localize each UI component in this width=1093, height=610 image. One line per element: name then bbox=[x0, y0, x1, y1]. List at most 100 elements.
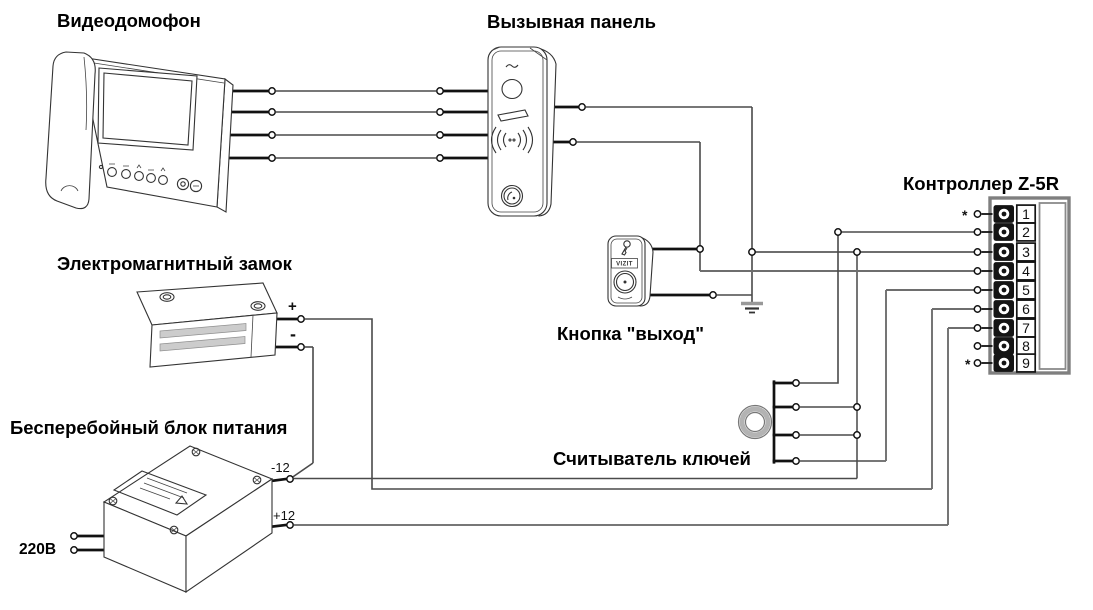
node bbox=[709, 291, 717, 299]
node bbox=[268, 154, 276, 162]
psu-label-plate bbox=[112, 470, 208, 516]
lock-plus-label: + bbox=[288, 298, 297, 315]
lock-label: Электромагнитный замок bbox=[57, 253, 293, 274]
button-icon bbox=[158, 175, 168, 185]
psu-minus-lead bbox=[269, 477, 288, 483]
reader-ground-branches bbox=[772, 405, 857, 437]
panel-inner-border bbox=[491, 50, 544, 213]
junction-node bbox=[853, 403, 861, 411]
node bbox=[792, 403, 800, 411]
ground-symbol bbox=[741, 301, 763, 314]
terminal-row-3: 3 bbox=[973, 242, 1037, 262]
node bbox=[436, 131, 444, 139]
handset bbox=[45, 51, 96, 210]
terminal-row-1: 1 bbox=[973, 204, 1037, 224]
psu-device bbox=[102, 445, 274, 594]
camera-icon bbox=[501, 78, 523, 100]
terminal-number: 4 bbox=[1022, 263, 1030, 279]
button-icon bbox=[146, 173, 156, 183]
wire-run bbox=[291, 462, 314, 479]
wire-run bbox=[305, 318, 932, 490]
handset-bottom-detail bbox=[60, 185, 79, 192]
node bbox=[436, 87, 444, 95]
terminal6-net-wires bbox=[274, 308, 974, 490]
terminal-row-6: 6 bbox=[973, 299, 1037, 319]
key-icon bbox=[621, 240, 631, 256]
terminal5-net-wires bbox=[772, 289, 974, 463]
terminal-number-cell bbox=[1015, 353, 1037, 373]
node bbox=[297, 343, 305, 351]
node bbox=[436, 154, 444, 162]
node bbox=[297, 315, 305, 323]
speaker-waves-icon bbox=[490, 126, 534, 154]
handset-crease bbox=[83, 56, 88, 131]
power-button-dot bbox=[180, 181, 186, 187]
terminal-stub-node bbox=[973, 248, 982, 256]
lock-mount-hole bbox=[159, 292, 175, 302]
call-panel-device bbox=[487, 46, 557, 217]
controller-label: Контроллер Z-5R bbox=[903, 173, 1059, 194]
psu-screws bbox=[108, 447, 262, 535]
terminal-row-4: 4 bbox=[973, 261, 1037, 281]
terminal-screw-center bbox=[1001, 360, 1007, 366]
terminal-row-8: 8 bbox=[973, 336, 1037, 356]
button-icon bbox=[121, 169, 131, 179]
panel-body bbox=[487, 46, 548, 217]
node bbox=[70, 546, 78, 554]
node bbox=[569, 138, 577, 146]
terminal-stub-node bbox=[973, 210, 982, 218]
indicator-led bbox=[98, 164, 104, 170]
terminal-screw-center bbox=[1001, 268, 1007, 274]
intercom-to-panel-wires bbox=[225, 89, 492, 160]
exit-push-button bbox=[613, 270, 637, 300]
mains-voltage-label: 220В bbox=[19, 541, 56, 558]
node bbox=[792, 431, 800, 439]
terminal-row-5: 5 bbox=[973, 280, 1037, 300]
terminal-number: 5 bbox=[1022, 282, 1030, 298]
junction-node bbox=[748, 248, 756, 256]
reader-label: Считыватель ключей bbox=[553, 448, 751, 469]
junction-node bbox=[853, 431, 861, 439]
intercom-label: Видеодомофон bbox=[57, 10, 201, 31]
terminal-stub-node bbox=[973, 228, 982, 236]
terminal7-net-wires bbox=[267, 327, 974, 529]
node bbox=[792, 379, 800, 387]
terminal-stub-node bbox=[973, 286, 982, 294]
terminal-number-cell bbox=[1015, 280, 1037, 300]
button-glyphs bbox=[109, 163, 166, 172]
video-intercom-device bbox=[45, 51, 234, 213]
terminal1-asterisk: * bbox=[962, 207, 968, 223]
mains-stub-wires bbox=[76, 534, 105, 552]
exit-inner-border bbox=[610, 238, 643, 304]
terminal-number-cell bbox=[1015, 242, 1037, 262]
node bbox=[268, 131, 276, 139]
mic-slit-icon bbox=[505, 64, 519, 68]
node bbox=[792, 457, 800, 465]
terminal-number: 8 bbox=[1022, 338, 1030, 354]
node bbox=[70, 532, 78, 540]
terminal-number-cell bbox=[1015, 261, 1037, 281]
power-button bbox=[176, 177, 190, 191]
terminal-screw-center bbox=[1001, 229, 1007, 235]
terminal-number: 6 bbox=[1022, 301, 1030, 317]
junction-node bbox=[696, 245, 704, 253]
node bbox=[286, 475, 294, 483]
card-slot bbox=[497, 109, 529, 122]
node bbox=[286, 521, 294, 529]
terminal-stub-node bbox=[973, 359, 982, 367]
psu-plus-label: +12 bbox=[273, 508, 295, 523]
terminal-number: 3 bbox=[1022, 244, 1030, 260]
vizit-badge bbox=[611, 258, 638, 269]
screen-inner bbox=[102, 72, 193, 146]
junction-node bbox=[853, 248, 861, 256]
wire-run bbox=[800, 231, 974, 384]
terminal-stub-node bbox=[973, 324, 982, 332]
button-icon bbox=[107, 167, 117, 177]
terminal-number: 9 bbox=[1022, 355, 1030, 371]
key-reader-device bbox=[737, 404, 773, 440]
terminal-row-9: 9 bbox=[973, 353, 1037, 373]
psu-right-face bbox=[185, 477, 273, 594]
